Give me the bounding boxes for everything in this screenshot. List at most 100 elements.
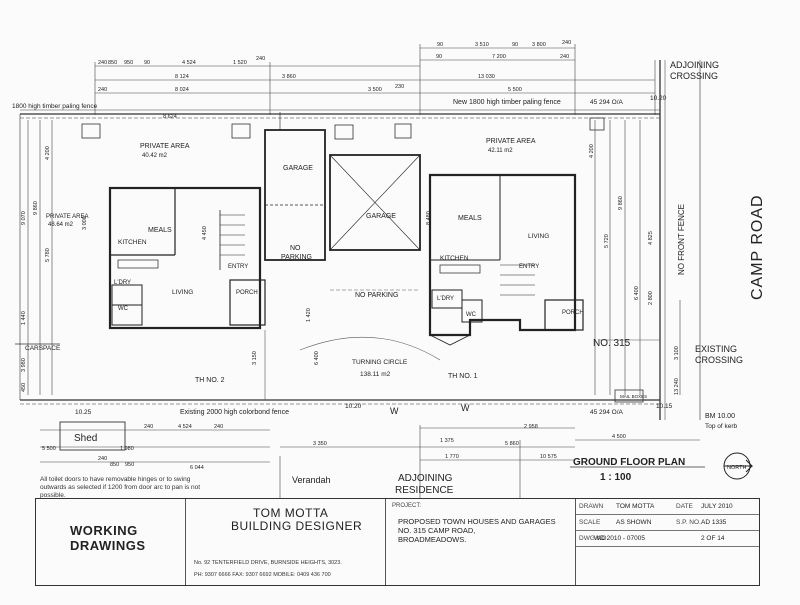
private-area-left-size: 40.42 m2 [142, 153, 168, 159]
bm-label: BM 10.00 [705, 413, 735, 420]
top-dimension-lines [20, 44, 660, 115]
svg-text:6 044: 6 044 [190, 465, 204, 471]
meals-left-label: MEALS [148, 227, 172, 234]
svg-text:240: 240 [562, 40, 571, 46]
svg-text:240: 240 [214, 424, 223, 430]
wc-left-label: WC [118, 306, 129, 312]
svg-text:5 860: 5 860 [505, 441, 519, 447]
right-dimension-values: 4 200 5 720 9 860 6 400 2 800 4 825 3 10… [589, 144, 680, 395]
svg-text:450: 450 [21, 383, 27, 392]
svg-text:6 400: 6 400 [314, 351, 320, 365]
svg-text:1 980: 1 980 [120, 446, 134, 452]
bottom-dimension-lines [40, 425, 700, 500]
svg-text:8 124: 8 124 [175, 74, 189, 80]
private-area-left-label: PRIVATE AREA [140, 143, 190, 150]
garage-centre [329, 154, 421, 251]
svg-text:90: 90 [437, 42, 443, 48]
private-area-right-label: PRIVATE AREA [486, 138, 536, 145]
svg-text:3 100: 3 100 [674, 346, 680, 360]
living-right-label: LIVING [528, 233, 549, 240]
fence-1800-new-label: New 1800 high timber paling fence [453, 99, 561, 106]
svg-text:240: 240 [98, 456, 107, 462]
svg-text:950: 950 [125, 462, 134, 468]
north-label: NORTH [727, 465, 746, 471]
svg-text:5 500: 5 500 [42, 446, 56, 452]
carspace-label: CARSPACE [25, 345, 61, 352]
garage-left [264, 112, 326, 261]
turning-circle-label: TURNING CIRCLE [352, 359, 408, 366]
window-marker-2: W [461, 403, 470, 413]
svg-text:6 400: 6 400 [634, 286, 640, 300]
storage-boxes [81, 117, 644, 403]
adjoining-residence-label: ADJOINING RESIDENCE [395, 473, 455, 496]
project-cell: PROJECT: PROPOSED TOWN HOUSES AND GARAGE… [386, 499, 576, 585]
wc-right-label: WC [466, 312, 477, 318]
svg-text:240: 240 [144, 424, 153, 430]
svg-text:1 520: 1 520 [233, 60, 247, 66]
adjoining-crossing-label: ADJOINING CROSSING [670, 60, 722, 81]
svg-text:4 500: 4 500 [612, 434, 626, 440]
shed-outline [59, 421, 126, 451]
existing-crossing-label: EXISTING CROSSING [695, 344, 743, 365]
level-1020a: 10.20 [345, 403, 362, 410]
svg-text:4 200: 4 200 [45, 146, 51, 160]
scale-row: SCALE AS SHOWN S.P. NO. AD 1335 [576, 515, 759, 531]
working-drawings-label: WORKING DRAWINGS [70, 523, 146, 553]
toilet-door-note: All toilet doors to have removable hinge… [40, 476, 201, 499]
meals-right-label: MEALS [458, 215, 482, 222]
mail-boxes-label: MAIL BOXES [620, 394, 647, 399]
porch-left-label: PORCH [236, 290, 258, 296]
driveway-lines [264, 289, 660, 400]
svg-text:3 980: 3 980 [21, 358, 27, 372]
svg-text:230: 230 [395, 84, 404, 90]
turning-area-size: 138.11 m2 [360, 371, 391, 378]
dwg-row: DWG NO. WD 2010 - 07005 2 OF 14 [576, 531, 759, 547]
svg-text:7 200: 7 200 [492, 54, 506, 60]
level-1015: 10.15 [656, 403, 673, 410]
svg-text:4 825: 4 825 [648, 231, 654, 245]
svg-text:9 070: 9 070 [21, 211, 27, 225]
svg-text:1 420: 1 420 [306, 308, 312, 322]
svg-text:2 800: 2 800 [648, 291, 654, 305]
svg-text:3 350: 3 350 [313, 441, 327, 447]
designer-cell: TOM MOTTA BUILDING DESIGNER No. 92 TENTE… [186, 499, 386, 585]
garage-centre-label: GARAGE [366, 213, 396, 220]
svg-text:3 150: 3 150 [252, 351, 258, 365]
private-area-west-label: PRIVATE AREA [46, 214, 88, 220]
top-of-kerb-label: Top of kerb [705, 423, 738, 430]
no-315-label: NO. 315 [593, 338, 631, 349]
shed-label: Shed [74, 433, 97, 444]
svg-text:1 440: 1 440 [21, 311, 27, 325]
window-marker-1: W [390, 406, 399, 416]
porch-right-label: PORCH [562, 310, 584, 316]
bottom-dimension-values: 5 500 240 4 524 240 1 980 240 850 950 6 … [42, 424, 626, 471]
townhouse-2-walls [108, 186, 266, 330]
svg-text:850: 850 [108, 60, 117, 66]
no-parking-label: NO PARKING [355, 292, 398, 299]
north-arrow-icon [723, 452, 754, 480]
ldry-right-label: L'DRY [437, 296, 454, 302]
th-no-2-label: TH NO. 2 [195, 377, 225, 384]
svg-text:950: 950 [124, 60, 133, 66]
svg-text:8 024: 8 024 [175, 87, 189, 93]
level-1020b: 10.20 [650, 95, 667, 102]
svg-text:240: 240 [98, 60, 107, 66]
drawn-row: DRAWN TOM MOTTA DATE JULY 2010 [576, 499, 759, 515]
boundary-bottom-label: 45 294 O/A [590, 409, 624, 416]
svg-text:90: 90 [512, 42, 518, 48]
side-dimension-lines [27, 120, 681, 395]
fence-1800-left-label: 1800 high timber paling fence [12, 103, 98, 110]
site-boundary [15, 60, 701, 420]
project-label: PROJECT: [392, 503, 422, 509]
kitchen-right-label: KITCHEN [440, 255, 469, 262]
entry-left-label: ENTRY [228, 264, 248, 270]
svg-text:9 860: 9 860 [618, 196, 624, 210]
left-dimension-values: 9 070 9 860 4 200 3 000 5 780 1 440 3 98… [21, 146, 88, 392]
svg-text:4 200: 4 200 [589, 144, 595, 158]
no-parking-left-label: NO PARKING [281, 245, 312, 261]
kitchen-left-label: KITCHEN [118, 239, 147, 246]
svg-text:240: 240 [256, 56, 265, 62]
svg-text:4 450: 4 450 [202, 226, 208, 240]
